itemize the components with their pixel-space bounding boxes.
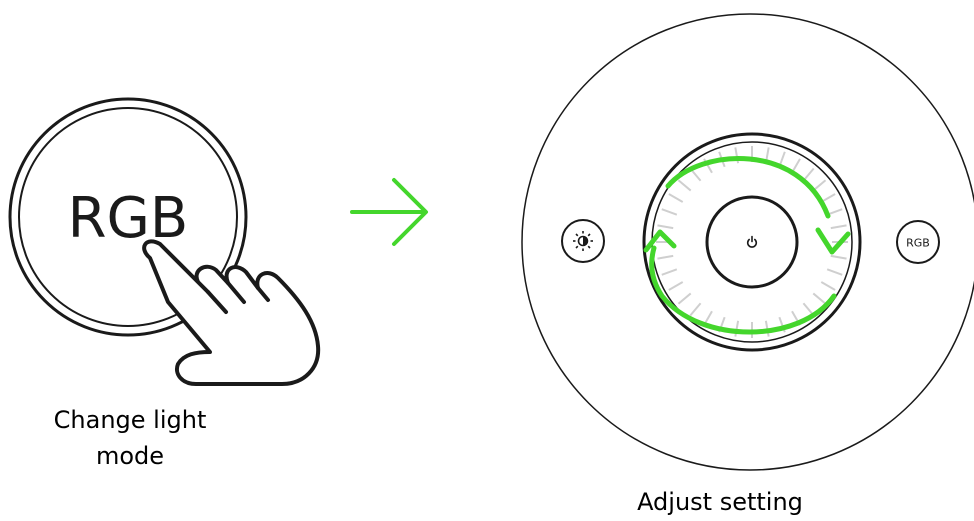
- caption-line-1: Change light: [20, 402, 240, 438]
- rgb-button-label: RGB: [68, 186, 189, 251]
- caption-line-2: mode: [20, 438, 240, 474]
- caption-change-light-mode: Change light mode: [20, 402, 240, 474]
- rgb-button[interactable]: RGB: [897, 221, 939, 263]
- rgb-button-small-label: RGB: [906, 237, 930, 250]
- power-button[interactable]: [707, 197, 797, 287]
- caption-adjust-setting: Adjust setting: [600, 484, 840, 520]
- brightness-button[interactable]: [562, 220, 604, 262]
- arrow-right-icon: [352, 180, 426, 244]
